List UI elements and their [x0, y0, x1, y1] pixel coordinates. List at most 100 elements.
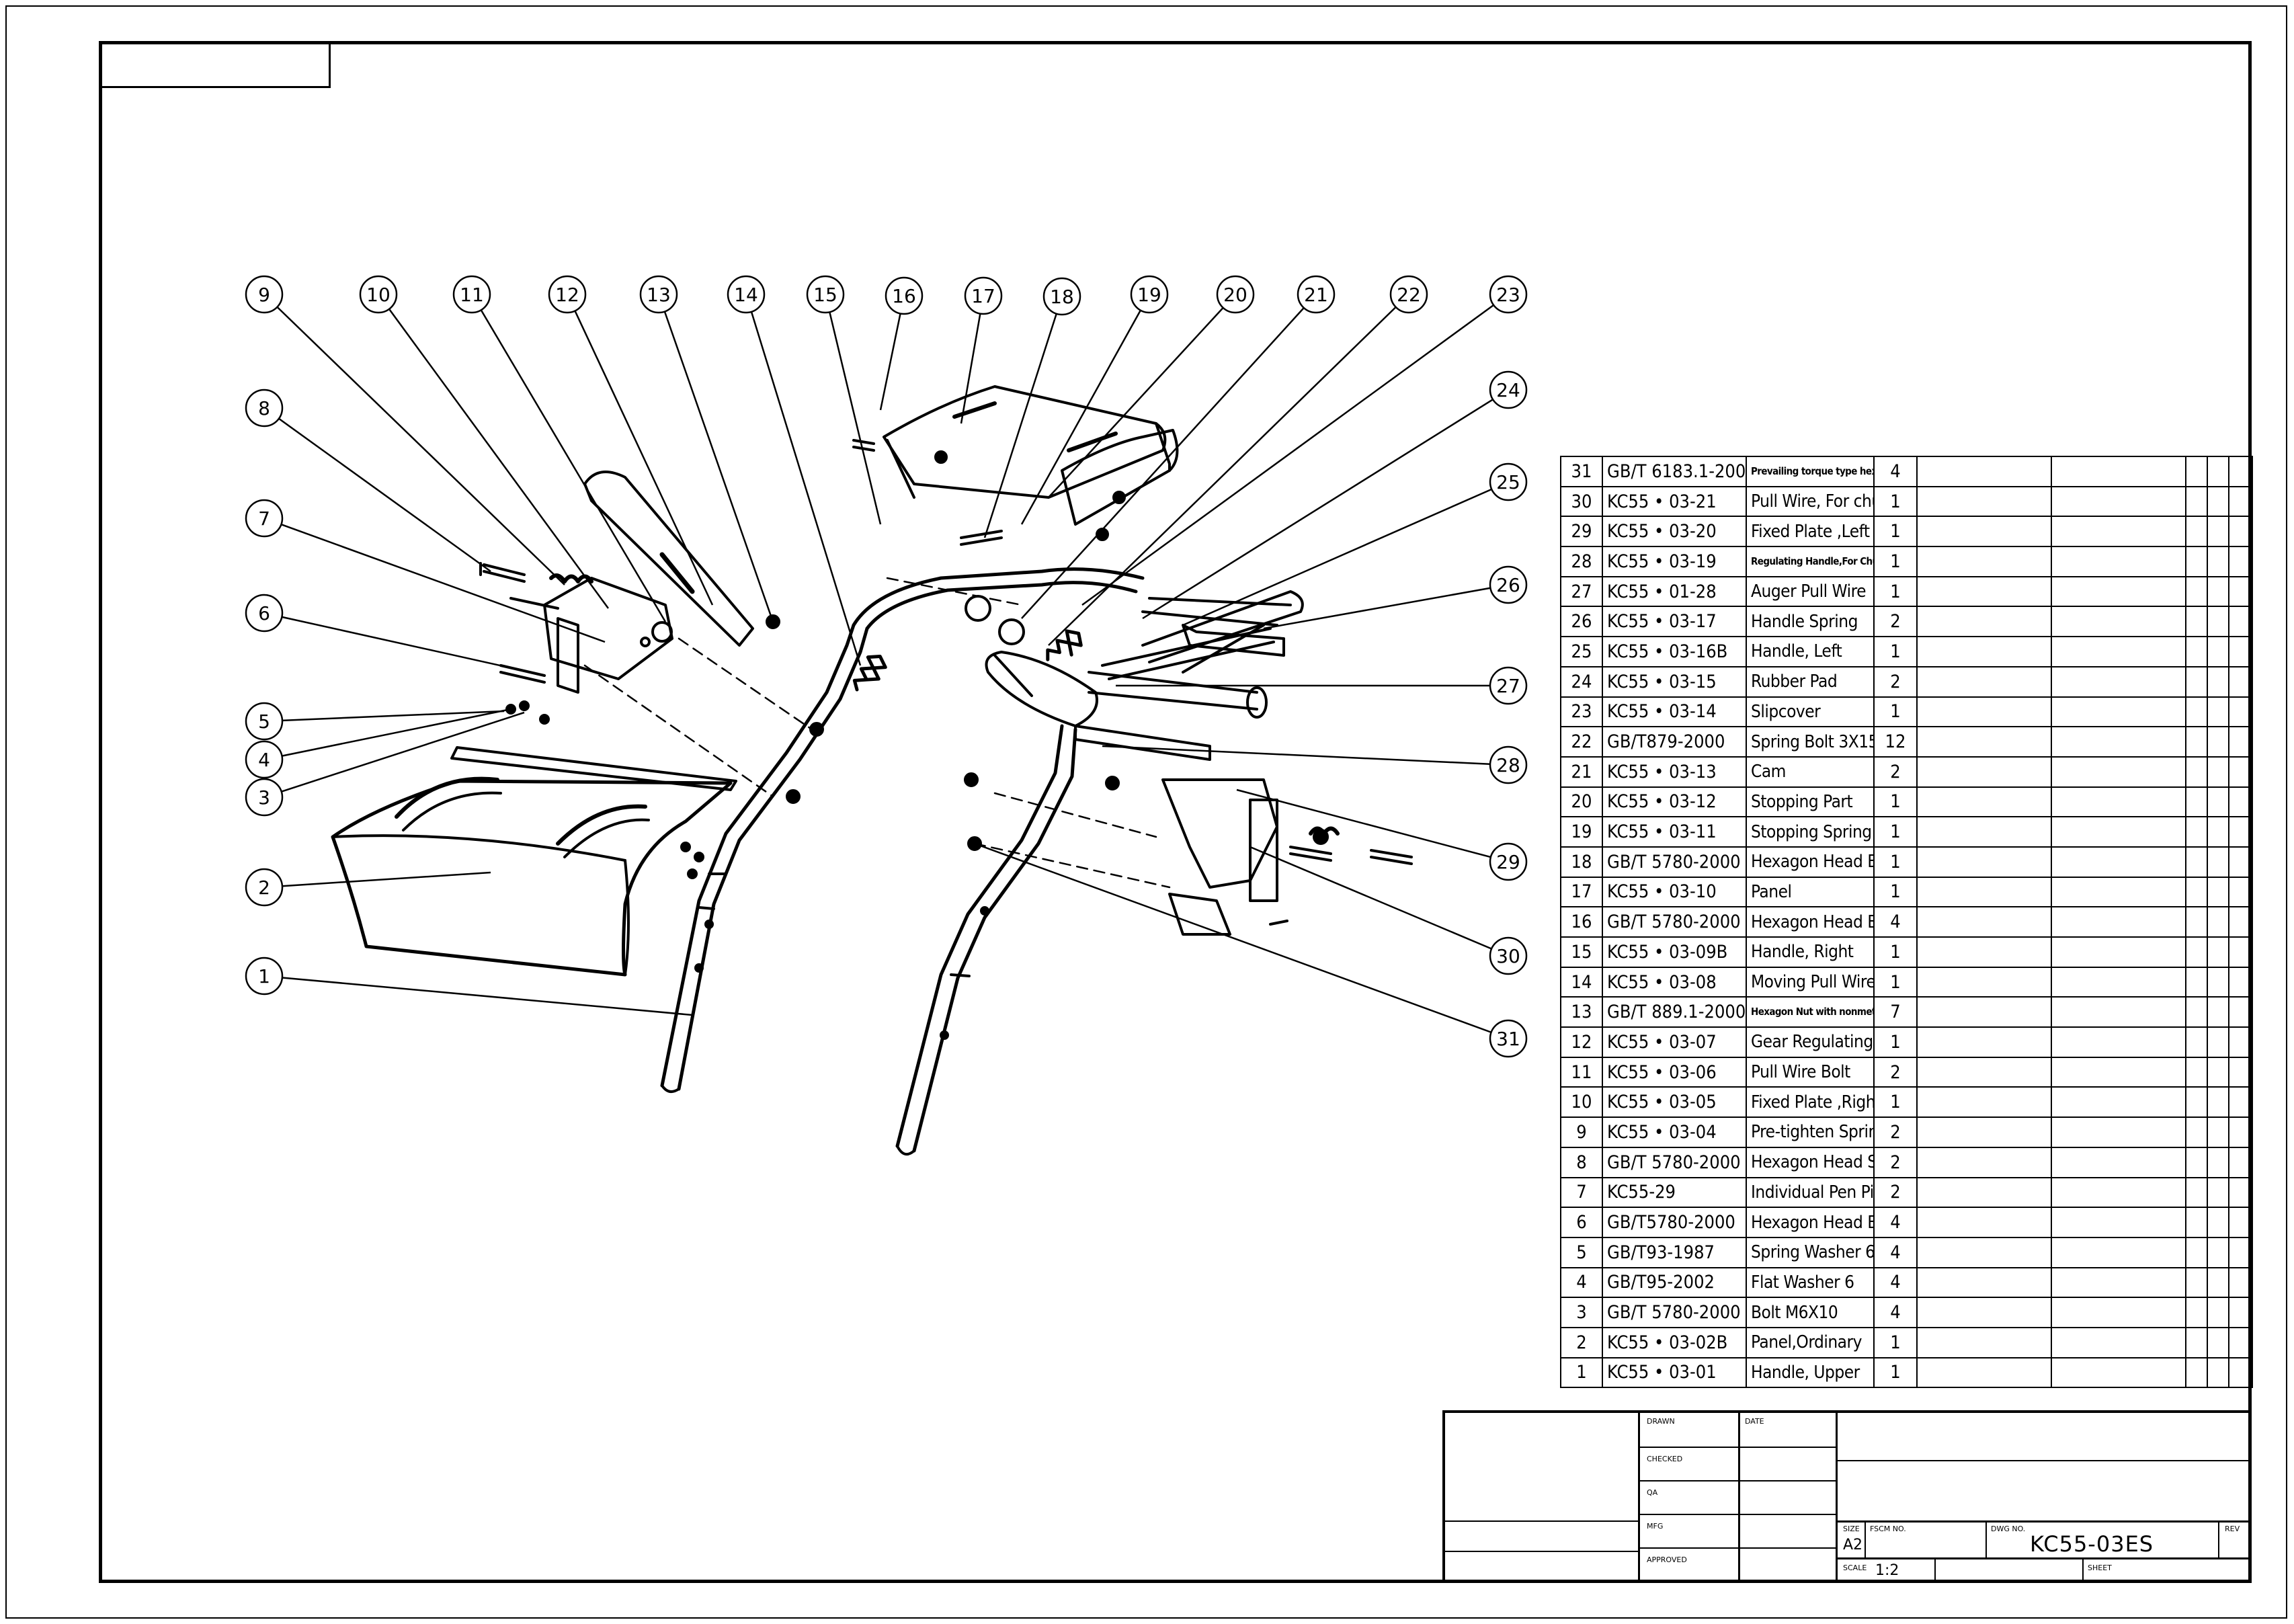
blank-cell: [2051, 846, 2186, 878]
callout-balloon: 6: [245, 594, 284, 633]
blank-cell: [2185, 696, 2208, 728]
blank-cell: [1916, 485, 2052, 518]
callout-balloon: 8: [245, 389, 284, 428]
blank-cell: [2051, 756, 2186, 788]
blank-cell: [1916, 1356, 2052, 1389]
callout-balloon: 3: [245, 778, 284, 817]
part-code: KC55 • 03-19: [1602, 546, 1747, 577]
blank-cell: [2051, 1146, 2186, 1178]
blank-cell: [2228, 876, 2253, 908]
leader-line: [282, 710, 505, 722]
callout-number: 18: [1050, 286, 1074, 308]
blank-cell: [2185, 1176, 2208, 1209]
part-code: GB/T 5780-2000: [1602, 906, 1747, 938]
part-number: 23: [1560, 696, 1603, 728]
callout-balloon: 23: [1489, 275, 1528, 314]
blank-cell: [2051, 1176, 2186, 1209]
part-name: Fixed Plate ,Left: [1746, 516, 1875, 548]
leader-line: [1048, 306, 1397, 646]
part-number: 28: [1560, 546, 1603, 577]
panel-part: [883, 385, 1179, 526]
blank-cell: [2051, 606, 2186, 638]
nuts-washers: [505, 450, 1329, 879]
blank-cell: [2185, 726, 2208, 758]
part-code: GB/T879-2000: [1602, 726, 1747, 758]
part-name: Hexagon Nut with nonmetal insert M8: [1746, 996, 1875, 1028]
leader-line: [282, 708, 511, 757]
blank-cell: [2051, 726, 2186, 758]
blank-cell: [2228, 1266, 2253, 1299]
blank-cell: [2185, 1086, 2208, 1119]
blank-cell: [1916, 1326, 2052, 1358]
blank-cell: [2185, 816, 2208, 848]
part-number: 13: [1560, 996, 1603, 1028]
part-qty: 1: [1873, 696, 1918, 728]
date-label: DATE: [1745, 1417, 1764, 1426]
part-qty: 1: [1873, 636, 1918, 667]
blank-cell: [1916, 696, 2052, 728]
blank-cell: [1916, 786, 2052, 818]
blank-cell: [2228, 636, 2253, 667]
blank-cell: [2228, 1026, 2253, 1058]
part-number: 8: [1560, 1146, 1603, 1178]
row-line: [1640, 1547, 1838, 1549]
blank-cell: [2228, 1207, 2253, 1238]
blank-cell: [2185, 1236, 2208, 1268]
blank-cell: [1916, 996, 2052, 1028]
blank-cell: [2207, 1356, 2229, 1389]
part-name: Stopping Part: [1746, 786, 1875, 818]
blank-cell: [2051, 816, 2186, 848]
callout-balloon: 14: [727, 275, 766, 314]
part-name: Hexagon Head Screw M8X50: [1746, 1146, 1875, 1178]
blank-cell: [2207, 726, 2229, 758]
dwg-no-label: DWG NO.: [1991, 1525, 2026, 1533]
part-code: KC55-29: [1602, 1176, 1747, 1209]
blank-cell: [2207, 516, 2229, 548]
part-qty: 4: [1873, 1266, 1918, 1299]
part-qty: 4: [1873, 1207, 1918, 1238]
part-code: KC55 • 03-02B: [1602, 1326, 1747, 1358]
blank-cell: [1916, 906, 2052, 938]
part-qty: 1: [1873, 966, 1918, 998]
blank-cell: [2207, 816, 2229, 848]
callout-balloon: 9: [245, 275, 284, 314]
callout-balloon: 31: [1489, 1019, 1528, 1058]
blank-cell: [1916, 1207, 2052, 1238]
part-code: KC55 • 03-14: [1602, 696, 1747, 728]
part-name: Spring Washer 6: [1746, 1236, 1875, 1268]
part-number: 18: [1560, 846, 1603, 878]
blank-cell: [2185, 516, 2208, 548]
blank-cell: [2185, 1056, 2208, 1088]
part-qty: 12: [1873, 726, 1918, 758]
part-code: KC55 • 03-01: [1602, 1356, 1747, 1389]
panel-ordinary-part: [331, 746, 737, 977]
part-code: GB/T93-1987: [1602, 1236, 1747, 1268]
callout-number: 25: [1496, 471, 1520, 493]
part-number: 30: [1560, 485, 1603, 518]
leader-line: [663, 311, 774, 622]
part-code: KC55 • 03-04: [1602, 1116, 1747, 1148]
part-number: 24: [1560, 665, 1603, 698]
callout-balloon: 11: [452, 275, 491, 314]
blank-cell: [2207, 1207, 2229, 1238]
blank-cell: [2185, 636, 2208, 667]
blank-cell: [2228, 936, 2253, 968]
handle-bar-ends: [1141, 590, 1304, 674]
blank-cell: [2051, 575, 2186, 608]
blank-cell: [1916, 816, 2052, 848]
part-number: 16: [1560, 906, 1603, 938]
blank-cell: [1916, 846, 2052, 878]
row-line: [1838, 1557, 2252, 1559]
part-number: 29: [1560, 516, 1603, 548]
part-number: 17: [1560, 876, 1603, 908]
part-code: GB/T 5780-2000: [1602, 1146, 1747, 1178]
fixed-plate-right-part: [543, 577, 673, 694]
part-name: Auger Pull Wire: [1746, 575, 1875, 608]
part-name: Handle, Left: [1746, 636, 1875, 667]
callout-number: 7: [258, 508, 270, 530]
part-name: Cam: [1746, 756, 1875, 788]
